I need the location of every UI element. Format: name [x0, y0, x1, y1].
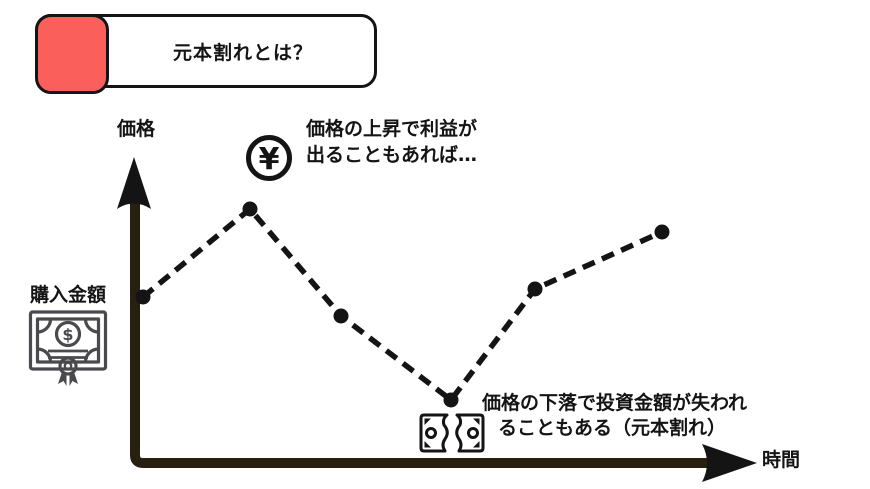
- price-point: [654, 224, 670, 240]
- purchase-amount-label: 購入金額: [30, 284, 107, 306]
- axis-lines: [130, 203, 710, 468]
- profit-annotation-line2: 出ることもあれば…: [306, 144, 478, 166]
- yen-coin-icon: ¥: [246, 135, 292, 181]
- profit-annotation-line1: 価格の上昇で利益が: [306, 118, 478, 140]
- title-accent-block: [35, 14, 109, 94]
- loss-annotation: 価格の下落で投資金額が失われ ることもある（元本割れ）: [482, 391, 748, 441]
- price-point: [333, 308, 349, 324]
- y-axis-label: 価格: [117, 118, 156, 140]
- price-line: [141, 206, 664, 403]
- certificate-icon: $: [28, 310, 108, 386]
- svg-text:$: $: [62, 325, 73, 344]
- x-axis-arrowhead-icon: [702, 444, 757, 482]
- price-line-dots: [135, 201, 670, 408]
- price-point: [527, 281, 543, 297]
- torn-bill-icon: [419, 413, 485, 453]
- loss-annotation-line2: ることもある（元本割れ）: [497, 417, 726, 439]
- x-axis-label: 時間: [762, 449, 801, 471]
- profit-annotation: 価格の上昇で利益が 出ることもあれば…: [306, 116, 477, 168]
- y-axis-arrowhead-icon: [117, 157, 151, 209]
- price-point: [242, 201, 258, 217]
- price-point: [135, 289, 151, 305]
- yen-symbol: ¥: [259, 142, 280, 177]
- page-title: 元本割れとは？: [172, 41, 313, 64]
- price-point: [443, 392, 459, 408]
- loss-annotation-line1: 価格の下落で投資金額が失われ: [482, 392, 748, 414]
- title-banner: 元本割れとは？: [35, 14, 377, 94]
